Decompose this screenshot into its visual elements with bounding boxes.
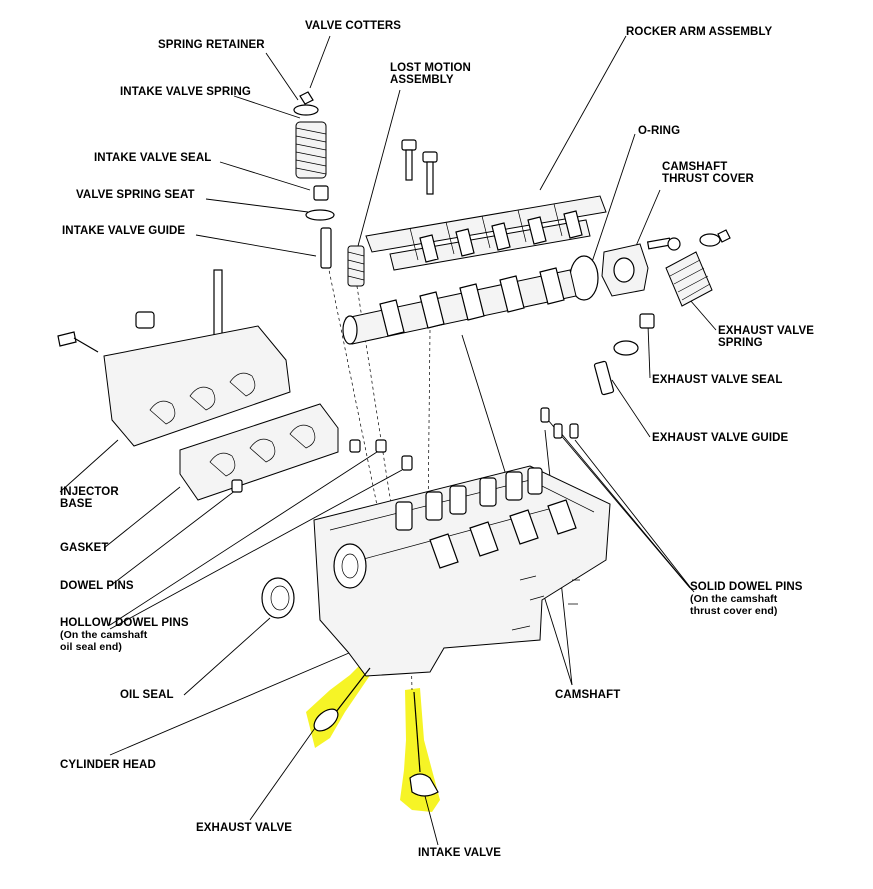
exhaust-valve-spring-part: [665, 251, 713, 307]
label-intake-valve-guide: INTAKE VALVE GUIDE: [62, 225, 186, 237]
camshaft-thrust-cover-part: [601, 237, 681, 297]
cylinder-head-rockers: [429, 499, 577, 569]
label-solid-dowel-line1: SOLID DOWEL PINS: [690, 581, 803, 593]
valve-cotter-part: [299, 91, 314, 105]
injector-base-part: [57, 269, 291, 447]
label-gasket: GASKET: [60, 542, 109, 554]
label-dowel-pins: DOWEL PINS: [60, 580, 134, 592]
label-intake-valve: INTAKE VALVE: [418, 847, 501, 859]
label-oil-seal: OIL SEAL: [120, 689, 174, 701]
label-exhaust-valve: EXHAUST VALVE: [196, 822, 293, 834]
label-cylinder-head: CYLINDER HEAD: [60, 759, 156, 771]
label-hollow-dowel-line3: oil seal end): [60, 641, 122, 653]
gasket-part: [179, 403, 339, 501]
intake-valve-spring-part: [295, 121, 327, 179]
label-injector-base-line1: INJECTOR: [60, 486, 119, 498]
leader-lines: [59, 35, 717, 846]
label-exhaust-valve-seal: EXHAUST VALVE SEAL: [652, 374, 783, 386]
dowel-pins-parts: [231, 407, 579, 493]
label-valve-cotters: VALVE COTTERS: [305, 20, 402, 32]
label-intake-valve-spring: INTAKE VALVE SPRING: [120, 86, 251, 98]
rocker-bolts: [401, 139, 438, 195]
label-camshaft-thrust-line1: CAMSHAFT: [662, 161, 728, 173]
intake-valve-stack: [293, 91, 335, 269]
label-spring-retainer: SPRING RETAINER: [158, 39, 265, 51]
label-intake-valve-seal: INTAKE VALVE SEAL: [94, 152, 212, 164]
intake-valve-guide-part: [320, 227, 332, 269]
intake-valve-seal-part: [313, 185, 329, 201]
exhaust-valve-part: [313, 667, 371, 732]
label-solid-dowel-line3: thrust cover end): [690, 605, 778, 617]
label-exhaust-valve-spring-line2: SPRING: [718, 337, 763, 349]
label-camshaft: CAMSHAFT: [555, 689, 621, 701]
label-valve-spring-seat: VALVE SPRING SEAT: [76, 189, 195, 201]
label-hollow-dowel-line2: (On the camshaft: [60, 629, 148, 641]
exhaust-valve-stack: [593, 229, 731, 396]
intake-valve-part: [409, 691, 439, 797]
label-camshaft-thrust-line2: THRUST COVER: [662, 173, 754, 185]
exhaust-valve-seal-part: [639, 313, 655, 329]
label-rocker-arm-assembly: ROCKER ARM ASSEMBLY: [626, 26, 773, 38]
label-lost-motion-line2: ASSEMBLY: [390, 74, 454, 86]
label-o-ring: O-RING: [638, 125, 681, 137]
camshaft-part: [342, 267, 577, 345]
label-exhaust-valve-spring-line1: EXHAUST VALVE: [718, 325, 815, 337]
oil-seal-part: [261, 577, 295, 619]
label-injector-base-line2: BASE: [60, 498, 93, 510]
label-exhaust-valve-guide: EXHAUST VALVE GUIDE: [652, 432, 789, 444]
label-lost-motion-line1: LOST MOTION: [390, 62, 471, 74]
label-solid-dowel-line2: (On the camshaft: [690, 593, 778, 605]
spring-retainer-part: [293, 104, 319, 116]
lost-motion-assembly-part: [347, 245, 365, 287]
exhaust-valve-guide-part: [593, 360, 615, 396]
cylinder-head-part: [313, 465, 611, 677]
cylinder-head-valve-springs: [395, 467, 543, 531]
rocker-arm-assembly-part: [365, 195, 607, 271]
label-hollow-dowel-line1: HOLLOW DOWEL PINS: [60, 617, 189, 629]
valve-spring-seat-part: [305, 209, 335, 221]
